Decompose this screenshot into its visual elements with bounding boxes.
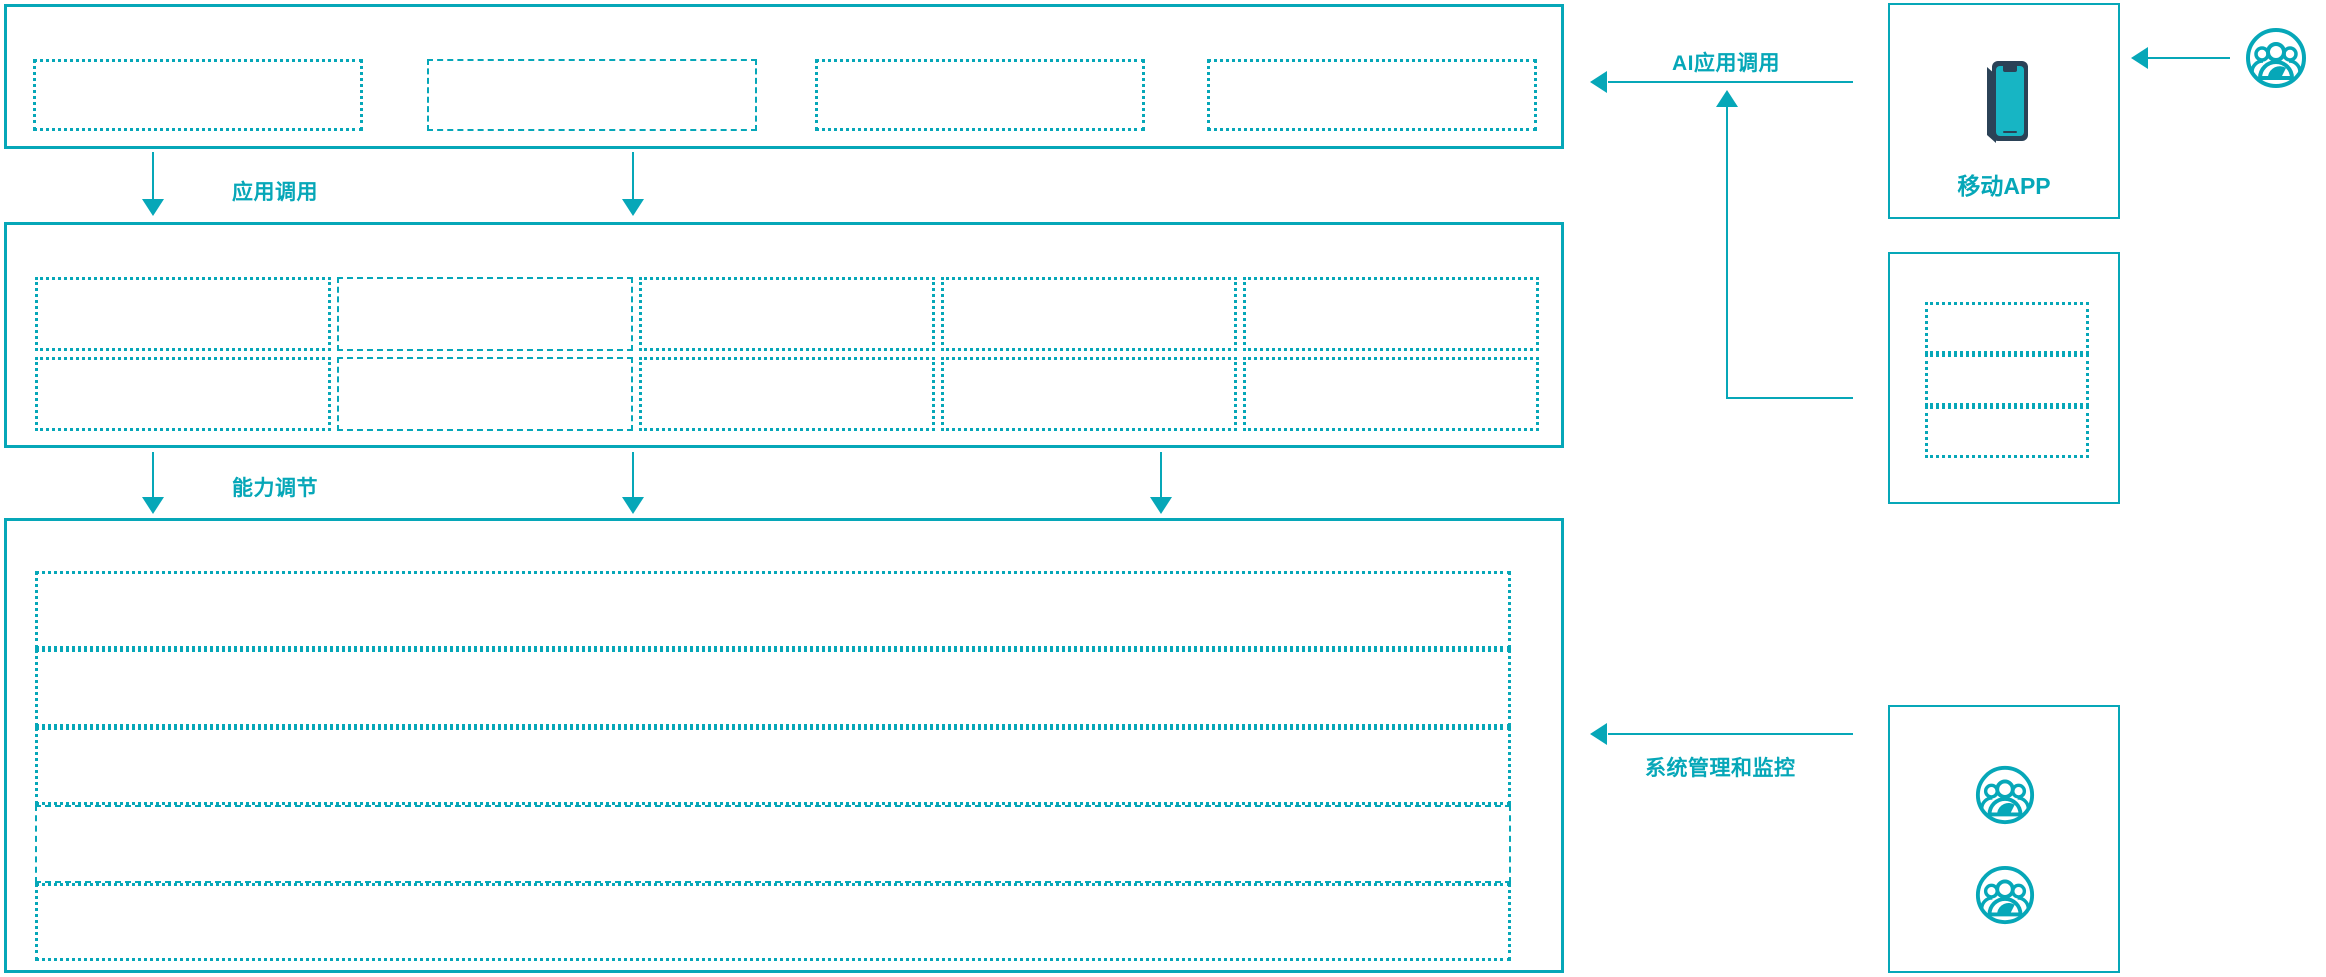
connector-ai-app-call-horizontal: [1608, 81, 1853, 83]
flow-label-app-call: 应用调用: [232, 181, 318, 204]
mobile-app-node[interactable]: 移动APP: [1888, 3, 2120, 219]
middle-right-panel: [1888, 252, 2120, 504]
user-group-circle-icon: [1975, 765, 2035, 825]
cap-r1-c3[interactable]: [639, 277, 935, 351]
app-box-1[interactable]: [33, 59, 363, 131]
arrow-capability-to-platform-1: [142, 497, 164, 514]
cap-r1-c1[interactable]: [35, 277, 331, 351]
connector-middle-panel-vertical: [1726, 107, 1728, 399]
plat-row-1[interactable]: [35, 571, 1511, 649]
flow-label-capability-adjust: 能力调节: [232, 477, 318, 500]
cap-r2-c3[interactable]: [639, 357, 935, 431]
platform-layer-panel: [4, 518, 1564, 973]
arrow-ai-app-call: [1590, 71, 1607, 93]
mid-box-2[interactable]: [1925, 354, 2089, 406]
user-group-circle-icon: [2246, 28, 2306, 88]
app-box-3[interactable]: [815, 59, 1145, 131]
connector-system-admin-horizontal: [1608, 733, 1853, 735]
connector-capability-to-platform-3: [1160, 452, 1162, 498]
mid-box-1[interactable]: [1925, 302, 2089, 354]
mid-box-3[interactable]: [1925, 406, 2089, 458]
plat-row-2[interactable]: [35, 649, 1511, 727]
arrow-app-to-capability-2: [622, 199, 644, 216]
arrow-middle-panel-up: [1716, 90, 1738, 107]
arrow-capability-to-platform-3: [1150, 497, 1172, 514]
cap-r2-c4[interactable]: [941, 357, 1237, 431]
cap-r2-c1[interactable]: [35, 357, 331, 431]
admin-panel-node: [1888, 705, 2120, 973]
cap-r1-c5[interactable]: [1243, 277, 1539, 351]
admin-icon-1[interactable]: [1974, 764, 2036, 826]
cap-r2-c5[interactable]: [1243, 357, 1539, 431]
arrow-app-to-capability-1: [142, 199, 164, 216]
flow-label-system-admin-monitor: 系统管理和监控: [1645, 757, 1796, 780]
mobile-app-label: 移动APP: [1957, 173, 2051, 199]
arrow-capability-to-platform-2: [622, 497, 644, 514]
app-box-2[interactable]: [427, 59, 757, 131]
user-group-circle-icon: [1975, 865, 2035, 925]
plat-row-5[interactable]: [35, 883, 1511, 961]
admin-icon-2[interactable]: [1974, 864, 2036, 926]
plat-row-4[interactable]: [35, 805, 1511, 883]
app-box-4[interactable]: [1207, 59, 1537, 131]
connector-user-to-mobile-app: [2148, 57, 2230, 59]
cap-r1-c4[interactable]: [941, 277, 1237, 351]
capability-layer-panel: [4, 222, 1564, 448]
connector-middle-panel-horizontal: [1726, 397, 1853, 399]
connector-app-to-capability-1: [152, 152, 154, 200]
flow-label-ai-app-call: AI应用调用: [1672, 52, 1780, 75]
end-user-node[interactable]: [2244, 26, 2308, 90]
application-layer-panel: [4, 4, 1564, 149]
connector-capability-to-platform-1: [152, 452, 154, 498]
plat-row-3[interactable]: [35, 727, 1511, 805]
cap-r1-c2[interactable]: [337, 277, 633, 351]
connector-app-to-capability-2: [632, 152, 634, 200]
arrow-user-to-mobile-app: [2131, 47, 2148, 69]
smartphone-icon: [1982, 53, 2034, 147]
cap-r2-c2[interactable]: [337, 357, 633, 431]
arrow-system-admin: [1590, 723, 1607, 745]
connector-capability-to-platform-2: [632, 452, 634, 498]
